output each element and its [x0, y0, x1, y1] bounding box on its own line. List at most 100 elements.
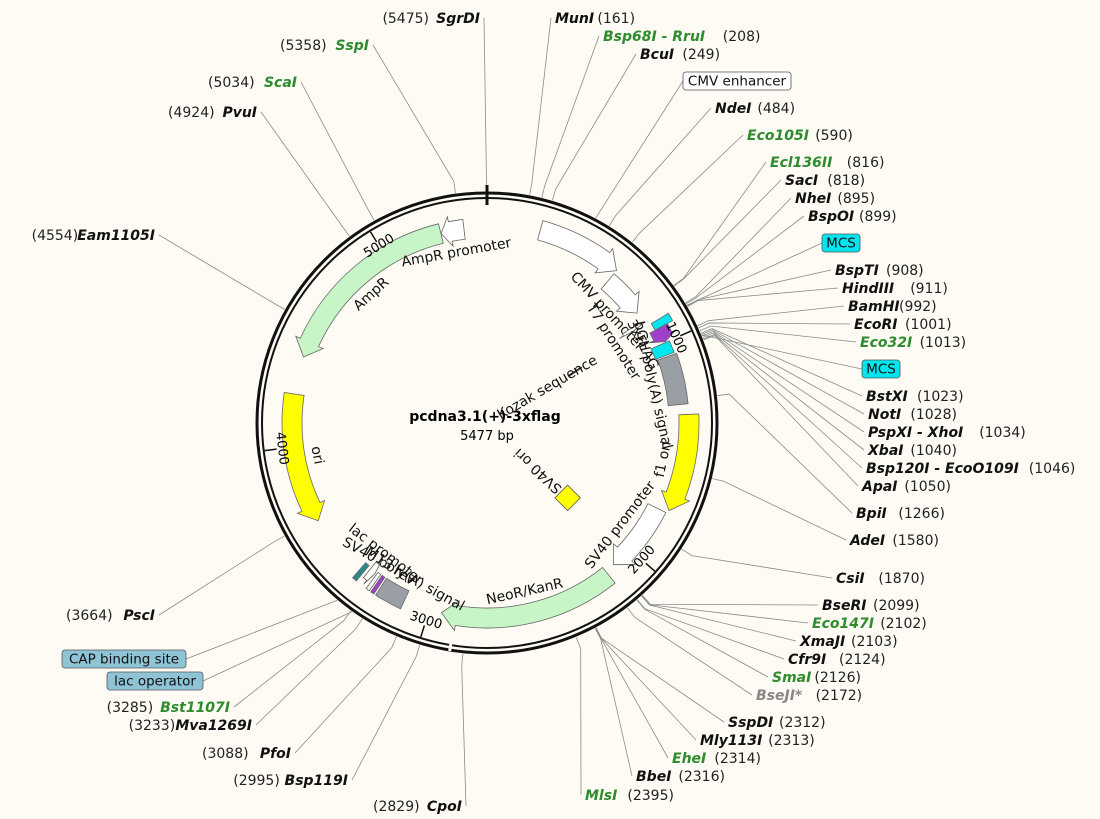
site-adei: AdeI(1580)	[849, 533, 939, 549]
cut-position: (3088)	[202, 746, 249, 762]
leader-line	[529, 17, 552, 196]
site-smai: SmaI(2126)	[772, 670, 861, 686]
backbone-gap	[448, 643, 453, 652]
enzyme-name: SacI	[785, 173, 818, 189]
enzyme-name: NotI	[868, 407, 901, 423]
enzyme-name: Bsp120I - EcoO109I	[866, 461, 1019, 477]
feature-neor-kanr	[440, 566, 616, 632]
label-text: CAP binding site	[69, 652, 179, 668]
enzyme-name: BstXI	[866, 389, 908, 405]
site-mly113i: Mly113I(2313)	[700, 733, 815, 749]
plasmid-name: pcdna3.1(+)-3xflag	[409, 409, 561, 425]
cut-position: (2172)	[816, 688, 863, 704]
leader-line	[701, 331, 865, 433]
cut-position: (161)	[597, 11, 635, 27]
cut-position: (2829)	[373, 799, 420, 815]
feature-ampr-promoter	[440, 215, 466, 248]
tick-mark	[645, 562, 656, 572]
cut-position: (208)	[723, 29, 761, 45]
enzyme-name: BpiI	[856, 506, 887, 522]
enzyme-name: PscI	[123, 608, 155, 624]
leader-line	[551, 53, 637, 201]
label-box	[61, 649, 187, 669]
enzyme-name: SgrDI	[436, 11, 480, 27]
site-scai: ScaI(5034)	[208, 75, 297, 91]
enzyme-name: Ecl136II	[770, 155, 832, 171]
enzyme-name: PfoI	[260, 746, 291, 762]
leader-line	[300, 81, 375, 221]
enzyme-name: BcuI	[640, 47, 674, 63]
leader-line	[372, 44, 456, 194]
site-ecori: EcoRI(1001)	[854, 317, 952, 333]
label-box	[821, 233, 861, 253]
site-bspti: BspTI(908)	[835, 263, 924, 279]
site-ndei: NdeI (484)	[715, 101, 795, 117]
enzyme-name: ScaI	[264, 75, 297, 91]
boxed-label-lac-operator: lac operator	[106, 671, 204, 691]
leader-line	[636, 599, 769, 678]
leader-line	[233, 610, 352, 708]
enzyme-name: Cfr9I	[788, 652, 826, 668]
enzyme-name: ApaI	[861, 479, 898, 495]
cut-position: (2313)	[768, 733, 815, 749]
feature-lac-promoter	[362, 560, 383, 585]
enzyme-name: BseJI*	[756, 688, 803, 704]
label-box	[106, 671, 204, 691]
cut-position: (2102)	[880, 616, 927, 632]
feature-ampr	[295, 223, 444, 358]
site-csii: CsiI(1870)	[836, 571, 925, 587]
feature-cmv-enhancer	[537, 220, 617, 274]
site-sspi: SspI (5358)	[280, 38, 369, 54]
label-box	[682, 71, 792, 91]
cut-position: (3233)	[129, 718, 176, 734]
leader-line	[461, 653, 467, 807]
site-bspoi: BspOI(899)	[808, 209, 897, 225]
enzyme-name: MunI	[555, 11, 594, 27]
site-xbai: XbaI(1040)	[867, 443, 957, 459]
feature-bgh-poly-a-signal	[657, 352, 689, 407]
cut-position: (2995)	[233, 773, 280, 789]
feature-cmv-promoter	[600, 273, 640, 314]
leader-line	[700, 328, 863, 397]
tick-mark	[369, 231, 378, 243]
site-bseji: BseJI* (2172)	[756, 688, 862, 704]
leader-line	[702, 332, 865, 451]
site-cpoi: CpoI (2829)	[373, 799, 462, 815]
enzyme-name: SspDI	[728, 715, 773, 731]
tick-label: 3000	[408, 609, 444, 633]
cut-position: (1870)	[878, 571, 925, 587]
leader-line	[158, 234, 285, 310]
leader-line	[595, 627, 669, 759]
site-ehei: EheI(2314)	[672, 751, 761, 767]
site-pspxi-xhoi: PspXI - XhoI(1034)	[868, 425, 1026, 441]
site-pvui: PvuI(4924)	[168, 105, 257, 121]
enzyme-name: Bsp119I	[285, 773, 348, 789]
cut-position: (484)	[757, 101, 795, 117]
cut-position: (3664)	[66, 608, 113, 624]
leader-line	[631, 134, 744, 243]
enzyme-name: MlsI	[585, 788, 617, 804]
enzyme-name: XmaJI	[799, 634, 845, 650]
enzyme-name: AdeI	[849, 533, 885, 549]
cut-position: (1266)	[898, 506, 945, 522]
cut-position: (249)	[682, 47, 720, 63]
enzyme-name: BseRI	[822, 598, 867, 614]
enzyme-name: NdeI	[715, 101, 751, 117]
cut-position: (5358)	[280, 38, 327, 54]
feature-mcs2	[650, 340, 675, 361]
leader-line	[483, 17, 487, 192]
feature-label-ori: ori	[307, 445, 326, 466]
site-ecl136ii: Ecl136II(816)	[770, 155, 884, 171]
enzyme-name: EcoRI	[854, 317, 897, 333]
feature-ori	[281, 392, 326, 522]
feature-t7-promoter	[619, 322, 645, 339]
enzyme-name: CpoI	[427, 799, 462, 815]
leader-line	[637, 599, 785, 660]
enzyme-name: HindIII	[842, 281, 894, 297]
label-text: CMV enhancer	[688, 74, 787, 90]
tick-mark	[264, 448, 277, 452]
enzyme-name: SspI	[335, 38, 369, 54]
cut-position: (2126)	[814, 670, 861, 686]
cut-position: (4924)	[168, 105, 215, 121]
